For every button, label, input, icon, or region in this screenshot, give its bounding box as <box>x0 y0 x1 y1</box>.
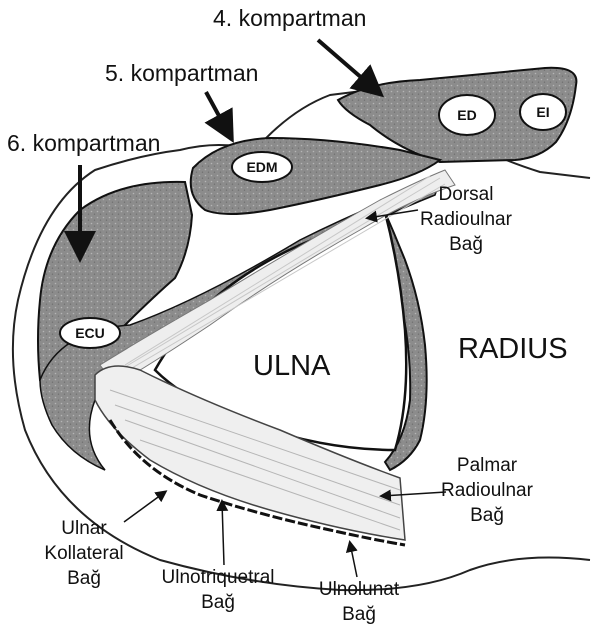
arrow-ulnar-collateral <box>124 492 165 522</box>
label-4th-compartment: 4. kompartman <box>213 5 366 31</box>
svg-text:Bağ: Bağ <box>470 505 504 526</box>
svg-text:Bağ: Bağ <box>201 592 235 613</box>
arrow-ulnolunate <box>350 543 357 577</box>
label-ulnolunate: Ulnolunat Bağ <box>319 579 400 625</box>
svg-text:Bağ: Bağ <box>67 568 101 589</box>
svg-text:Bağ: Bağ <box>449 234 483 255</box>
arrow-4th-compartment <box>318 40 378 92</box>
label-palmar-radioulnar: Palmar Radioulnar Bağ <box>441 455 534 526</box>
arrow-5th-compartment <box>206 92 230 136</box>
svg-text:Radioulnar: Radioulnar <box>441 480 534 501</box>
svg-text:Ulnolunat: Ulnolunat <box>319 579 400 600</box>
tendon-ei-label: EI <box>536 104 549 120</box>
tendon-ed-label: ED <box>457 107 476 123</box>
label-ulna: ULNA <box>253 350 331 382</box>
svg-text:Radioulnar: Radioulnar <box>420 209 513 230</box>
tendon-edm-label: EDM <box>246 159 277 175</box>
svg-text:Kollateral: Kollateral <box>44 543 123 564</box>
svg-text:Ulnar: Ulnar <box>61 518 107 539</box>
svg-text:Palmar: Palmar <box>457 455 518 476</box>
label-ulnar-collateral: Ulnar Kollateral Bağ <box>44 518 123 589</box>
label-5th-compartment: 5. kompartman <box>105 60 258 86</box>
tendon-ecu-label: ECU <box>75 325 105 341</box>
svg-text:Ulnotriquetral: Ulnotriquetral <box>162 567 275 588</box>
arrow-ulnotriquetral <box>222 502 224 565</box>
label-6th-compartment: 6. kompartman <box>7 130 160 156</box>
label-ulnotriquetral: Ulnotriquetral Bağ <box>162 567 275 613</box>
svg-text:Bağ: Bağ <box>342 604 376 625</box>
label-radius: RADIUS <box>458 333 568 365</box>
svg-text:Dorsal: Dorsal <box>439 184 494 205</box>
